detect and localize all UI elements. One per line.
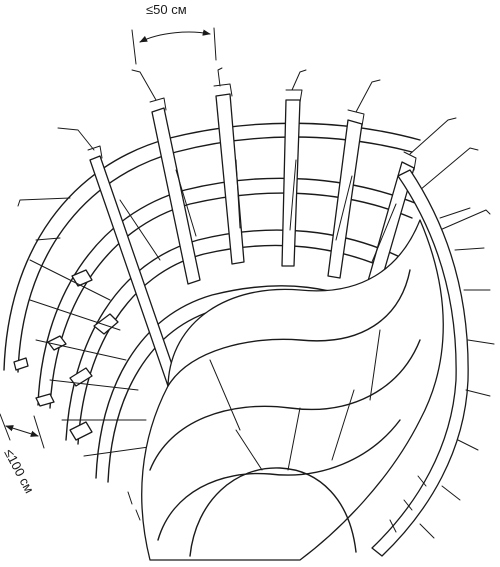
dimension-arc — [139, 29, 211, 43]
upright-4-cap — [285, 89, 303, 103]
tie-5 — [355, 79, 381, 113]
tie-wires — [17, 67, 491, 241]
dimension-extension-right — [213, 27, 217, 61]
stair-spiral-edge-1 — [167, 269, 411, 387]
tie-1 — [57, 127, 95, 151]
dimension-line-radial — [5, 425, 39, 437]
tie-3 — [217, 67, 223, 87]
right-wall — [371, 169, 469, 557]
upright-3-cap — [213, 83, 233, 97]
bracket-6 — [69, 421, 93, 441]
stair-spiral-edge-3 — [157, 419, 401, 541]
upright-1-cap — [87, 145, 103, 159]
dimension-label-spacing: ≤50 см — [146, 2, 187, 17]
upright-2 — [151, 107, 201, 285]
outer-rings — [3, 122, 421, 483]
bracket-4 — [69, 367, 93, 387]
bottom-ties — [127, 475, 427, 533]
right-wall-panel — [371, 169, 495, 557]
upright-5-cap — [347, 109, 365, 127]
spiral-stair — [141, 219, 444, 561]
tie-10 — [35, 237, 61, 241]
bracket-1 — [71, 269, 93, 287]
tie-2 — [131, 69, 157, 101]
tie-9 — [17, 197, 71, 207]
bracket-5 — [35, 393, 55, 407]
dimension-rebar-spacing: ≤50 см — [131, 2, 217, 65]
stair-spiral-edge-2 — [149, 339, 421, 471]
dimension-extension-inner — [33, 415, 45, 449]
left-step-brackets — [13, 269, 119, 441]
stair-outer-surface — [141, 219, 444, 561]
upright-4 — [281, 99, 301, 267]
outer-ring-1b — [17, 136, 413, 373]
bracket-2 — [93, 313, 119, 335]
tie-4 — [291, 69, 307, 91]
stair-riser-4 — [209, 359, 241, 431]
stair-riser-3 — [331, 389, 355, 461]
dimension-radial-extent: ≤100 см — [0, 413, 45, 496]
stair-riser-5 — [369, 329, 381, 401]
stair-inner-curve — [189, 467, 357, 557]
bracket-7 — [13, 357, 29, 371]
stair-riser-1 — [235, 429, 263, 471]
tie-6 — [409, 117, 457, 155]
bracket-3 — [47, 335, 67, 351]
upright-2-cap — [149, 97, 167, 111]
radial-bars — [29, 159, 397, 457]
dimension-label-radial: ≤100 см — [1, 446, 37, 495]
upright-6-cap — [403, 151, 417, 171]
tie-8 — [439, 209, 491, 231]
tie-7 — [419, 147, 479, 191]
dimension-extension-left — [131, 29, 137, 65]
upright-3 — [215, 93, 245, 265]
stair-riser-2 — [287, 407, 301, 471]
